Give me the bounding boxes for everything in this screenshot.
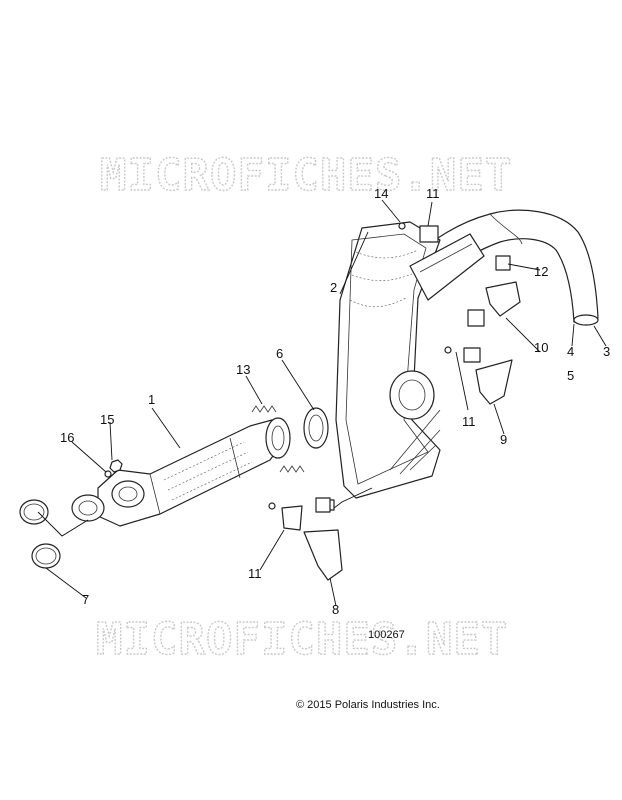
callout-7: 7 — [82, 592, 89, 607]
callout-14: 14 — [374, 186, 388, 201]
tail-pipe — [409, 209, 599, 326]
callout-2: 2 — [330, 280, 337, 295]
nut-and-stud — [104, 459, 123, 478]
callout-5: 5 — [567, 368, 574, 383]
hardware — [268, 222, 521, 581]
callout-4: 4 — [567, 344, 574, 359]
watermark-top: MICROFICHES.NET — [100, 150, 512, 201]
document-number: 100267 — [368, 629, 405, 641]
front-pipe — [71, 417, 291, 527]
callout-11-top: 11 — [426, 186, 440, 201]
leader-lines — [37, 199, 607, 607]
callout-1: 1 — [148, 392, 155, 407]
gaskets — [19, 499, 61, 569]
muffler — [335, 221, 485, 499]
springs — [251, 405, 305, 473]
callout-10: 10 — [534, 340, 548, 355]
callout-13: 13 — [236, 362, 250, 377]
callout-labels: 1 2 3 4 5 6 7 8 9 10 11 11 11 12 13 14 1… — [60, 186, 610, 617]
watermark-bottom: MICROFICHES.NET — [96, 614, 508, 665]
seal-ring — [303, 407, 329, 449]
callout-16: 16 — [60, 430, 74, 445]
callout-11-bottom: 11 — [248, 566, 262, 581]
callout-11-right: 11 — [462, 414, 476, 429]
callout-8: 8 — [332, 602, 339, 617]
callout-15: 15 — [100, 412, 114, 427]
callout-12: 12 — [534, 264, 548, 279]
callout-6: 6 — [276, 346, 283, 361]
callout-9: 9 — [500, 432, 507, 447]
callout-3: 3 — [603, 344, 610, 359]
copyright-text: © 2015 Polaris Industries Inc. — [296, 699, 440, 711]
